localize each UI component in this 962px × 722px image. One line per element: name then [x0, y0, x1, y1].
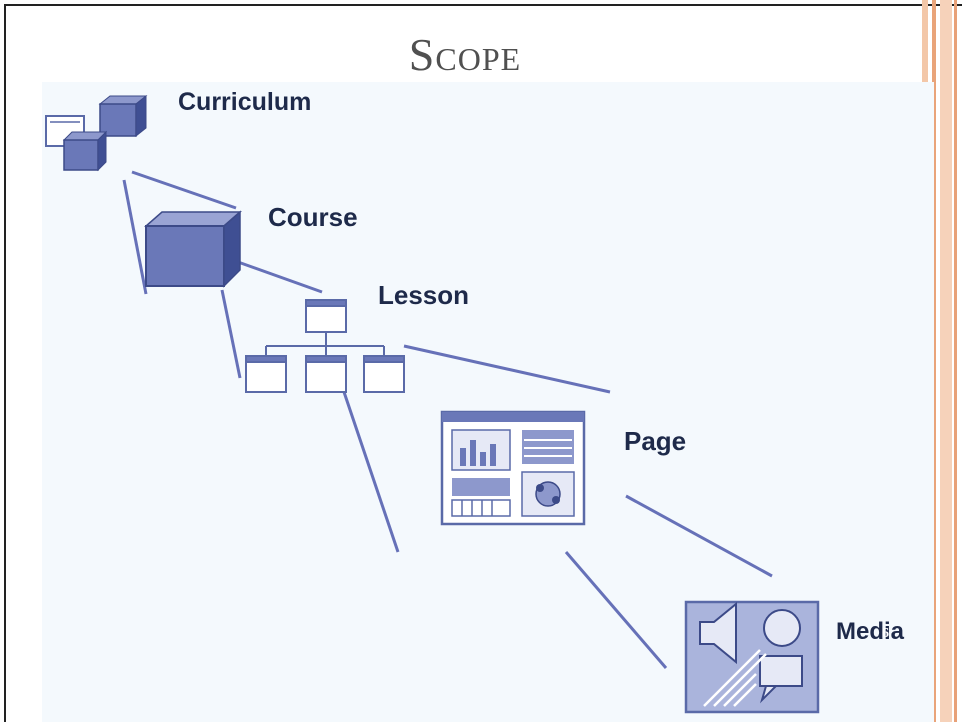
right-accent-stripe-3: [940, 0, 952, 722]
connector-line: [131, 170, 237, 210]
connector-line: [122, 179, 148, 295]
connector-line: [342, 391, 400, 553]
slide-frame: [4, 4, 962, 722]
label-media: Media: [836, 618, 905, 645]
right-accent-stripe-4: [954, 0, 957, 722]
media-icon: [684, 600, 820, 714]
connector-line: [237, 260, 323, 294]
connector-lines: [122, 170, 773, 669]
page-number: 6: [882, 626, 889, 641]
right-accent-stripe-2: [932, 0, 936, 722]
course-icon: [144, 210, 242, 288]
curriculum-icon: [45, 94, 148, 172]
label-course: Course: [268, 202, 358, 232]
slide-title: Scope: [408, 29, 522, 80]
lesson-icon: [245, 299, 405, 393]
connector-line: [564, 551, 668, 669]
label-page: Page: [624, 426, 687, 456]
connector-line: [403, 344, 611, 394]
connector-line: [625, 494, 773, 578]
connector-line: [220, 289, 242, 379]
label-curriculum: Curriculum: [178, 88, 312, 116]
label-lesson: Lesson: [378, 280, 470, 310]
page-icon: [440, 410, 586, 526]
